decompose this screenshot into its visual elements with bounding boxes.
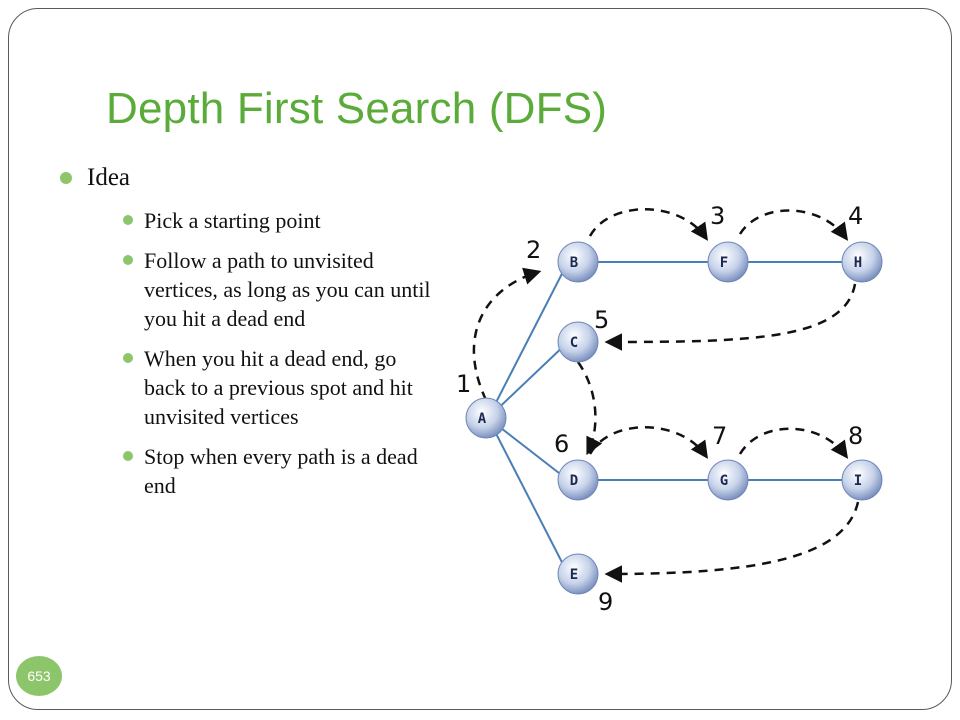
step-number-8: 8 — [848, 422, 863, 450]
node-e — [557, 553, 599, 595]
sub-bullet-stop: Stop when every path is a dead end — [123, 442, 440, 500]
bullet-idea-text: Idea — [87, 164, 131, 191]
node-f-label: F — [720, 255, 728, 271]
node-h-label: H — [854, 255, 862, 271]
step-number-4: 4 — [848, 202, 863, 230]
traversal-arrow-8 — [738, 427, 849, 459]
node-h — [841, 241, 883, 283]
node-g — [707, 459, 749, 501]
node-i — [841, 459, 883, 501]
bullet-idea: Idea Pick a starting point Follow a path… — [60, 162, 440, 500]
bullet-list: Idea Pick a starting point Follow a path… — [60, 162, 440, 511]
sub-bullet-list: Pick a starting point Follow a path to u… — [87, 206, 440, 500]
node-f — [707, 241, 749, 283]
node-e-label: E — [570, 567, 578, 583]
edge-a-e — [487, 417, 569, 575]
graph-edges — [487, 261, 862, 575]
node-g-label: G — [720, 473, 728, 489]
node-c-label: C — [570, 335, 578, 351]
traversal-arrow-6 — [576, 361, 603, 456]
node-d-label: D — [570, 473, 578, 489]
node-d — [557, 459, 599, 501]
step-number-2: 2 — [526, 236, 541, 264]
node-b-label: B — [570, 255, 578, 271]
node-b — [557, 241, 599, 283]
node-a — [465, 397, 507, 439]
node-c — [557, 321, 599, 363]
traversal-arrow-5 — [604, 283, 857, 351]
step-number-1: 1 — [456, 370, 471, 398]
sub-bullet-pick-start: Pick a starting point — [123, 206, 440, 235]
sub-bullet-follow-path: Follow a path to unvisited vertices, as … — [123, 246, 440, 333]
slide-title: Depth First Search (DFS) — [106, 84, 608, 133]
slide-frame — [8, 8, 952, 710]
sub-bullet-dead-end: When you hit a dead end, go back to a pr… — [123, 344, 440, 431]
traversal-arrow-9 — [604, 501, 860, 583]
traversal-arrow-1 — [472, 267, 542, 401]
step-number-5: 5 — [594, 306, 609, 334]
traversal-arrow-7 — [588, 426, 708, 459]
dfs-graph-diagram: A B C D E F G H I 1 2 3 4 5 6 7 8 9 — [456, 202, 883, 616]
traversal-arrow-4 — [738, 209, 849, 241]
traversal-arrow-3 — [588, 208, 708, 241]
node-i-label: I — [854, 473, 862, 489]
page-number-badge: 653 — [16, 656, 62, 696]
step-number-3: 3 — [710, 202, 725, 230]
step-number-6: 6 — [554, 430, 569, 458]
step-number-9: 9 — [598, 588, 613, 616]
edge-a-b — [487, 261, 569, 419]
step-number-7: 7 — [712, 422, 727, 450]
node-a-label: A — [478, 411, 487, 427]
traversal-arrows — [472, 208, 860, 583]
graph-nodes — [465, 241, 883, 595]
